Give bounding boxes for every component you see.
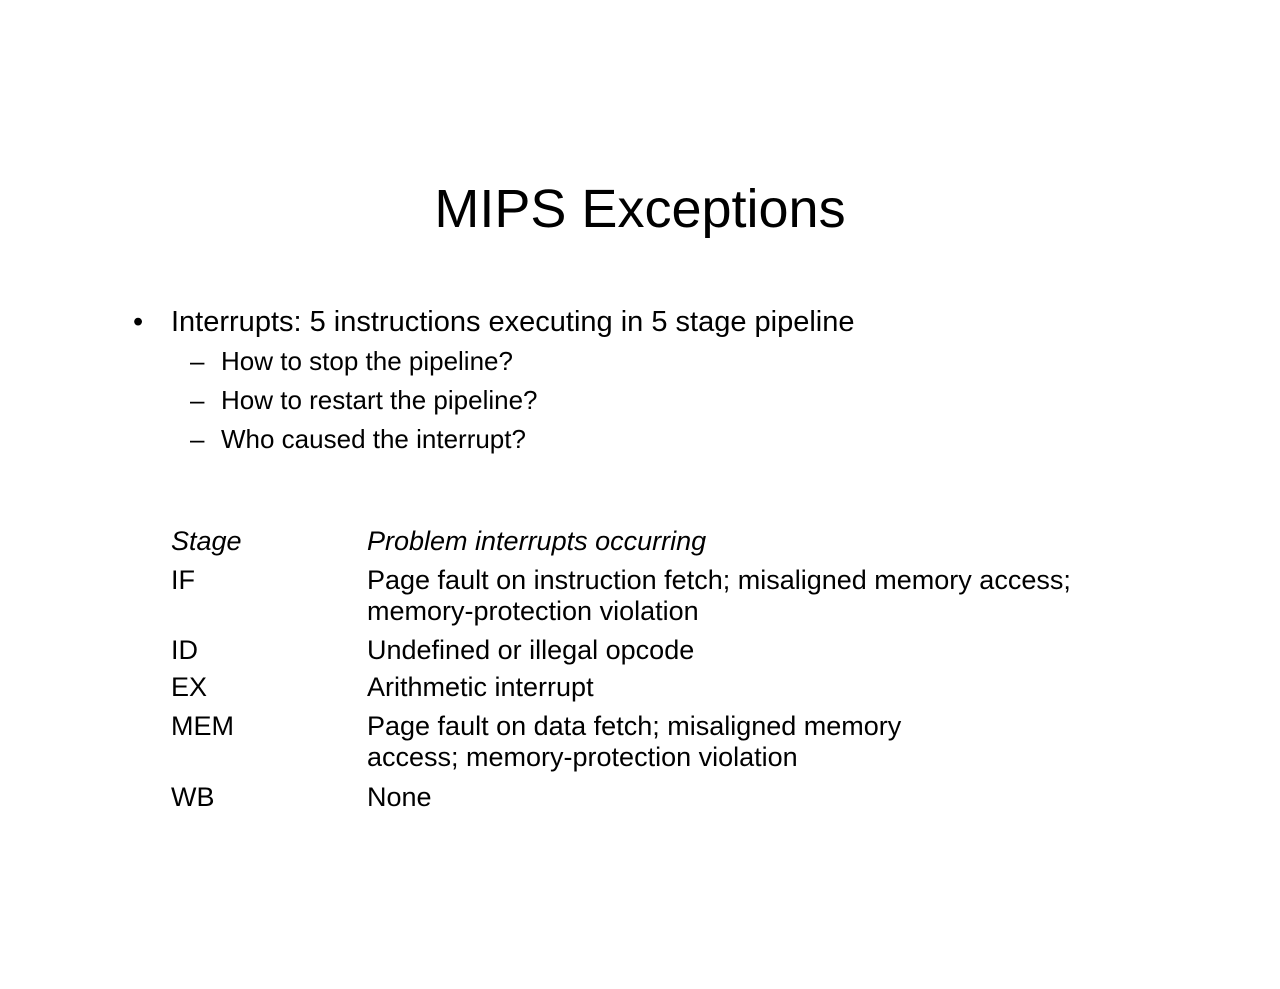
sub-bullet-text: How to stop the pipeline?: [221, 346, 513, 376]
stage-cell: ID: [171, 635, 198, 665]
dash-marker: –: [190, 424, 205, 454]
problem-cell: Page fault on instruction fetch; misalig…: [367, 565, 1071, 626]
problem-cell: Arithmetic interrupt: [367, 672, 594, 702]
sub-bullet: –Who caused the interrupt?: [190, 424, 526, 455]
problem-cell: Undefined or illegal opcode: [367, 635, 695, 665]
bullet-text: Interrupts: 5 instructions executing in …: [171, 306, 855, 338]
header-stage: Stage: [171, 526, 242, 556]
sub-bullet: –How to stop the pipeline?: [190, 346, 513, 377]
dash-marker: –: [190, 346, 205, 376]
bullet-marker: •: [133, 306, 144, 338]
slide-title: MIPS Exceptions: [434, 179, 846, 239]
dash-marker: –: [190, 385, 205, 415]
sub-bullet-text: Who caused the interrupt?: [221, 424, 526, 454]
stage-cell: WB: [171, 782, 215, 812]
stage-cell: IF: [171, 565, 195, 595]
header-problem: Problem interrupts occurring: [367, 526, 707, 556]
problem-cell: None: [367, 782, 432, 812]
sub-bullet-text: How to restart the pipeline?: [221, 385, 538, 415]
stage-cell: EX: [171, 672, 208, 702]
sub-bullet: –How to restart the pipeline?: [190, 385, 538, 416]
problem-cell: Page fault on data fetch; misaligned mem…: [367, 711, 902, 772]
stage-cell: MEM: [171, 711, 234, 741]
